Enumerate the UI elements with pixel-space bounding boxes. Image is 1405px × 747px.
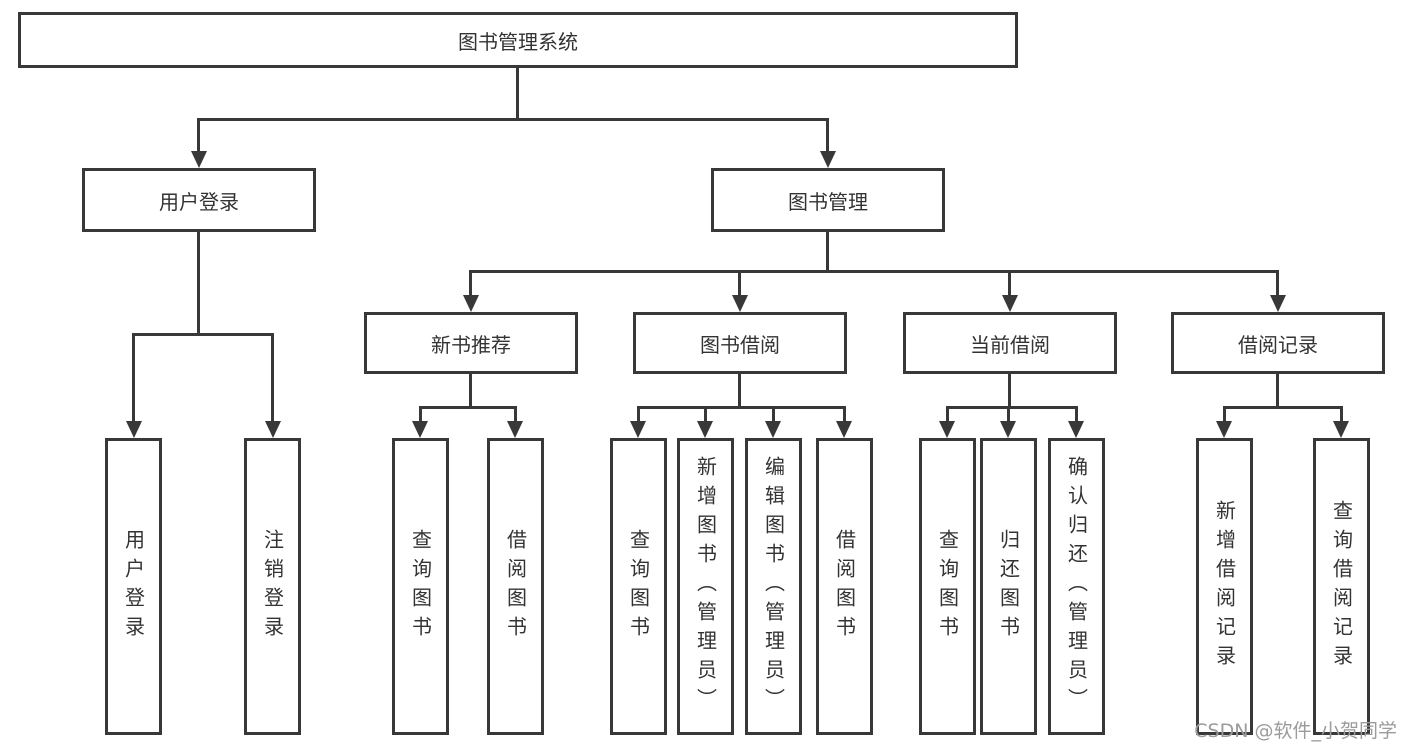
arrow-down-icon — [820, 151, 836, 168]
connector-line — [197, 118, 200, 154]
connector-line — [419, 406, 422, 423]
node-label: 当前借阅 — [970, 332, 1050, 357]
node-new-book-recommend: 新书推荐 — [364, 312, 578, 374]
node-book-borrow: 图书借阅 — [633, 312, 847, 374]
leaf-label: 查询借阅记录 — [1329, 499, 1354, 674]
node-book-management-branch: 图书管理 — [711, 168, 945, 232]
leaf-edit-book-admin: 编辑图书（管理员） — [745, 438, 802, 735]
connector-line — [826, 232, 829, 273]
connector-line — [772, 406, 775, 423]
connector-line — [197, 118, 829, 121]
node-root-label: 图书管理系统 — [458, 29, 578, 54]
leaf-query-borrow-record: 查询借阅记录 — [1313, 438, 1370, 735]
connector-line — [1075, 406, 1078, 423]
arrow-down-icon — [765, 421, 781, 438]
watermark: CSDN @软件_小贺同学 — [1194, 720, 1397, 742]
leaf-return-book: 归还图书 — [980, 438, 1037, 735]
connector-line — [738, 270, 741, 298]
arrow-down-icon — [463, 295, 479, 312]
connector-line — [132, 333, 135, 423]
leaf-label: 新增图书（管理员） — [693, 456, 718, 717]
connector-line — [271, 333, 274, 423]
arrow-down-icon — [412, 421, 428, 438]
leaf-label: 归还图书 — [996, 528, 1021, 645]
leaf-add-book-admin: 新增图书（管理员） — [677, 438, 734, 735]
leaf-label: 注销登录 — [260, 528, 285, 645]
arrow-down-icon — [1333, 421, 1349, 438]
connector-line — [469, 270, 1279, 273]
node-label: 用户登录 — [159, 189, 239, 214]
leaf-query-book-borrow: 查询图书 — [610, 438, 667, 735]
node-label: 图书管理 — [788, 189, 868, 214]
connector-line — [637, 406, 640, 423]
connector-line — [1340, 406, 1343, 423]
connector-line — [738, 374, 741, 408]
connector-line — [946, 406, 1078, 409]
arrow-down-icon — [836, 421, 852, 438]
leaf-logout: 注销登录 — [244, 438, 301, 735]
leaf-label: 查询图书 — [935, 528, 960, 645]
leaf-user-login: 用户登录 — [105, 438, 162, 735]
connector-line — [469, 270, 472, 298]
arrow-down-icon — [1002, 295, 1018, 312]
arrow-down-icon — [732, 295, 748, 312]
connector-line — [1223, 406, 1343, 409]
node-root: 图书管理系统 — [18, 12, 1018, 68]
leaf-label: 编辑图书（管理员） — [761, 456, 786, 717]
connector-line — [514, 406, 517, 423]
connector-line — [826, 118, 829, 154]
connector-line — [1276, 374, 1279, 408]
leaf-confirm-return-admin: 确认归还（管理员） — [1048, 438, 1105, 735]
node-user-login-branch: 用户登录 — [82, 168, 316, 232]
connector-line — [1007, 406, 1010, 423]
arrow-down-icon — [1270, 295, 1286, 312]
connector-line — [637, 406, 846, 409]
arrow-down-icon — [1000, 421, 1016, 438]
connector-line — [704, 406, 707, 423]
connector-line — [197, 232, 200, 336]
arrow-down-icon — [126, 421, 142, 438]
leaf-borrow-book: 借阅图书 — [816, 438, 873, 735]
connector-line — [516, 68, 519, 120]
connector-line — [1223, 406, 1226, 423]
node-borrow-record: 借阅记录 — [1171, 312, 1385, 374]
leaf-label: 借阅图书 — [832, 528, 857, 645]
leaf-label: 查询图书 — [626, 528, 651, 645]
arrow-down-icon — [1068, 421, 1084, 438]
leaf-label: 查询图书 — [408, 528, 433, 645]
connector-line — [419, 406, 517, 409]
leaf-borrow-book-recommend: 借阅图书 — [487, 438, 544, 735]
connector-line — [1008, 374, 1011, 408]
arrow-down-icon — [697, 421, 713, 438]
leaf-label: 用户登录 — [121, 528, 146, 645]
node-label: 新书推荐 — [431, 332, 511, 357]
leaf-label: 借阅图书 — [503, 528, 528, 645]
node-label: 图书借阅 — [700, 332, 780, 357]
arrow-down-icon — [191, 151, 207, 168]
arrow-down-icon — [265, 421, 281, 438]
connector-line — [1276, 270, 1279, 298]
arrow-down-icon — [939, 421, 955, 438]
connector-line — [132, 333, 274, 336]
node-label: 借阅记录 — [1238, 332, 1318, 357]
connector-line — [1008, 270, 1011, 298]
leaf-add-borrow-record: 新增借阅记录 — [1196, 438, 1253, 735]
leaf-query-book-current: 查询图书 — [919, 438, 976, 735]
arrow-down-icon — [1216, 421, 1232, 438]
arrow-down-icon — [630, 421, 646, 438]
connector-line — [469, 374, 472, 408]
node-current-borrow: 当前借阅 — [903, 312, 1117, 374]
leaf-query-book-recommend: 查询图书 — [392, 438, 449, 735]
leaf-label: 确认归还（管理员） — [1064, 456, 1089, 717]
leaf-label: 新增借阅记录 — [1212, 499, 1237, 674]
connector-line — [843, 406, 846, 423]
arrow-down-icon — [507, 421, 523, 438]
connector-line — [946, 406, 949, 423]
